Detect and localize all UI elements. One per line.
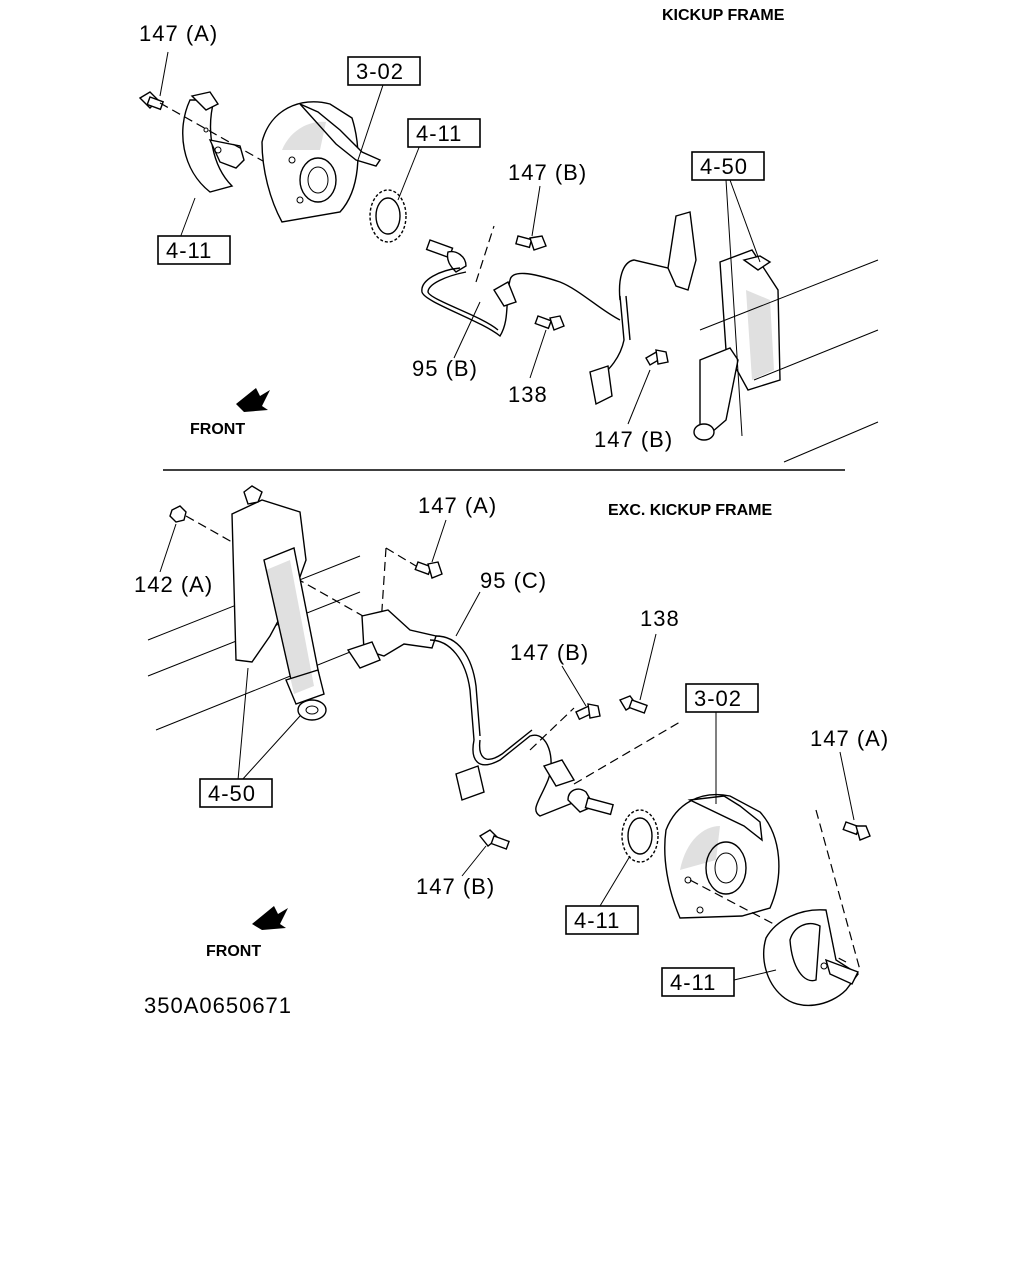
bolt-icon [534,315,565,331]
assembly-line [573,721,681,785]
assembly-line [529,707,575,751]
drawing-id: 350A0650671 [144,993,292,1018]
leader-line [529,329,547,379]
shock-absorber [693,249,781,441]
gear-icon [369,189,407,243]
callout-411-gear-top: 4-11 [416,121,462,146]
leader-line [627,369,651,425]
callout-147b-lower-bottom: 147 (B) [416,874,495,899]
callout-142a: 142 (A) [134,572,213,597]
front-label-bottom: FRONT [206,943,261,960]
front-label-top: FRONT [190,421,245,438]
leader-line [241,715,301,781]
callout-147a-top: 147 (A) [139,21,218,46]
frame-rail [753,329,879,381]
callout-302-bottom: 3-02 [694,686,742,711]
callout-147b-lower-top: 147 (B) [594,427,673,452]
bolt-icon [515,235,547,251]
callout-138-bottom: 138 [640,606,680,631]
gear-icon [621,809,659,863]
sensor-harness-95c [429,639,475,741]
bolt-icon [645,349,669,366]
section-caption-exc-kickup: EXC. KICKUP FRAME [608,502,772,519]
section-caption-kickup: KICKUP FRAME [662,7,785,24]
callout-box-411-gear-top [407,118,481,148]
frame-rail [699,259,879,331]
harness-clip [493,280,517,307]
leader-line [461,845,487,877]
callout-138-top: 138 [508,382,548,407]
bolt-icon [414,561,443,579]
callout-147a-bottom: 147 (A) [418,493,497,518]
callout-450-top: 4-50 [700,154,748,179]
brake-backing-plate [261,101,382,223]
leader-line [599,855,631,907]
leader-line [839,751,855,821]
bottom-section: EXC. KICKUP FRAME 142 (A) 4-50 [134,485,889,1007]
leader-line [179,197,196,239]
callout-box-302-top [347,56,421,86]
callout-147b-upper-bottom: 147 (B) [510,640,589,665]
callout-450-bottom: 4-50 [208,781,256,806]
leader-line [733,969,777,981]
front-arrow-icon [236,388,270,412]
leader-line [561,665,587,707]
shock-absorber [231,485,327,721]
bolt-icon [138,91,165,111]
frame-rail [155,639,381,731]
callout-411-gear-bottom: 4-11 [574,908,620,933]
leader-line [159,51,169,97]
bolt-icon [842,821,871,841]
callout-147a-right-bottom: 147 (A) [810,726,889,751]
harness-bracket [346,609,437,669]
leader-line [453,301,481,359]
bolt-icon [575,703,601,721]
callout-box-450-top [691,151,765,181]
top-section: KICKUP FRAME 147 (A) 4-11 [138,7,879,463]
assembly-line [385,547,417,567]
assembly-line [475,225,495,283]
callout-box-450-bottom [199,778,273,808]
callout-box-411-shield-top [157,235,231,265]
callout-411-shield-bottom: 4-11 [670,970,716,995]
frame-bracket [667,211,697,291]
leader-line [531,185,541,237]
callout-box-302-bottom [685,683,759,713]
leader-line [237,667,249,781]
callout-147b-upper-top: 147 (B) [508,160,587,185]
callout-95b-top: 95 (B) [412,356,478,381]
wheel-speed-sensor [567,788,614,816]
callout-box-411-gear-bottom [565,905,639,935]
harness-clip [542,759,576,787]
leader-line [357,81,385,161]
dust-shield-part [763,909,860,1007]
leader-line [639,633,657,701]
sensor-harness-95b [421,267,621,338]
callout-95c: 95 (C) [480,568,547,593]
harness-bracket [589,365,613,406]
callout-411-shield-top: 4-11 [166,238,212,263]
frame-rail [783,421,879,463]
harness-bracket [455,765,485,801]
leader-line [431,519,447,563]
leader-line [397,144,421,201]
callout-box-411-shield-bottom [661,967,735,997]
wheel-speed-sensor [425,239,467,273]
leader-line [455,591,481,637]
leader-line [725,179,743,437]
bolt-icon [618,695,648,714]
front-arrow-icon [252,906,288,930]
assembly-line [159,102,271,166]
nut-icon [169,505,187,523]
callout-302-top: 3-02 [356,59,404,84]
leader-line [729,179,761,263]
dust-shield-part [182,91,245,193]
brake-backing-plate [664,794,780,919]
bolt-icon [478,829,510,850]
leader-line [159,523,177,573]
